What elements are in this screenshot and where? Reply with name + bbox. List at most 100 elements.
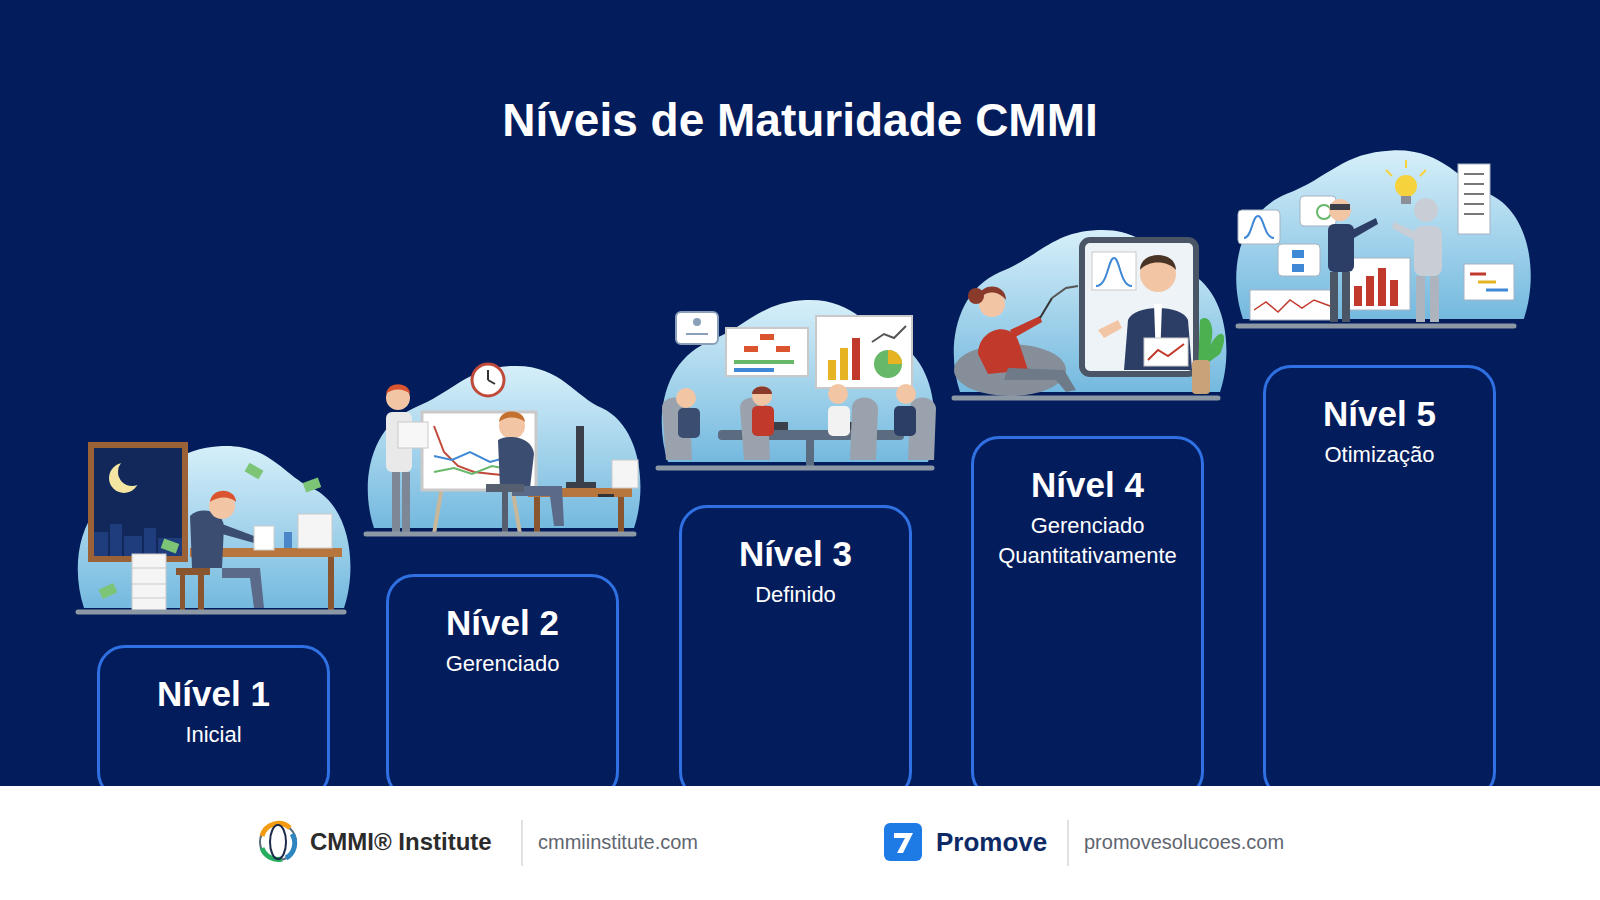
level-5-illustration-part bbox=[1292, 264, 1304, 272]
level-4-illustration-part bbox=[1096, 258, 1132, 286]
level-3-illustration-part bbox=[888, 350, 902, 364]
level-4-illustration-part bbox=[954, 396, 1218, 401]
level-5-illustration-part bbox=[1395, 175, 1417, 197]
level-3-illustration-part bbox=[828, 406, 850, 436]
level-3-illustration-part bbox=[852, 338, 860, 380]
level-3-illustration-part bbox=[678, 408, 700, 438]
divider bbox=[1067, 820, 1069, 866]
level-1-illustration-part bbox=[254, 526, 274, 550]
level-4-illustration-part bbox=[1010, 316, 1042, 338]
footer-brand: Promove bbox=[936, 827, 1047, 858]
title: Níveis de Maturidade CMMI bbox=[0, 93, 1600, 147]
level-1-illustration-part bbox=[190, 511, 224, 568]
level-3-illustration-part bbox=[658, 466, 932, 471]
level-5-illustration-part bbox=[1386, 170, 1392, 176]
level-1-illustration-part bbox=[161, 539, 179, 554]
level-3-illustration-part bbox=[816, 316, 912, 388]
level-5-illustration-part bbox=[1414, 198, 1438, 222]
level-box: Nível 4Gerenciado Quantitativamente bbox=[971, 436, 1204, 800]
level-1-illustration-part bbox=[132, 598, 166, 599]
level-5-illustration-part bbox=[1486, 289, 1508, 292]
level-1-illustration-part bbox=[245, 463, 264, 480]
promove-logo bbox=[884, 823, 922, 861]
level-2-illustration-part bbox=[386, 384, 410, 394]
level-1-illustration-part bbox=[94, 532, 108, 556]
level-4-illustration-part bbox=[1082, 240, 1196, 374]
level-4-illustration bbox=[954, 230, 1227, 398]
level-3-illustration-part bbox=[896, 384, 916, 404]
level-4-illustration-part bbox=[978, 329, 1028, 374]
level-2-illustration-part bbox=[422, 412, 536, 490]
level-2-illustration-part bbox=[576, 426, 584, 488]
level-3-illustration-part bbox=[840, 348, 848, 380]
level-5-illustration-part bbox=[1330, 204, 1350, 210]
level-2-illustration-part bbox=[502, 492, 508, 532]
level-3-illustration-part bbox=[662, 300, 935, 462]
level-2-illustration-part bbox=[488, 380, 495, 384]
level-5-illustration-part bbox=[1292, 250, 1304, 258]
level-4-illustration-part bbox=[1140, 256, 1176, 292]
level-1-illustration-part bbox=[176, 568, 210, 575]
level-box: Nível 3Definido bbox=[679, 505, 912, 800]
level-3-illustration-part bbox=[734, 368, 774, 372]
level-4-illustration-part bbox=[1148, 344, 1184, 360]
level-3-illustration-part bbox=[734, 360, 794, 364]
level-4-illustration-part bbox=[968, 288, 984, 304]
promove-logo-part bbox=[884, 823, 922, 861]
level-2-illustration-part bbox=[486, 484, 524, 492]
level-5-illustration-part bbox=[1464, 203, 1484, 205]
level-3-illustration-part bbox=[828, 384, 848, 404]
level-5-illustration-part bbox=[1378, 268, 1386, 306]
cmmi-logo-part bbox=[270, 825, 286, 859]
level-1-illustration-part bbox=[298, 514, 332, 548]
level-3-illustration-part bbox=[693, 318, 701, 326]
level-5-illustration-part bbox=[1464, 173, 1484, 175]
level-name: Definido bbox=[692, 580, 899, 610]
level-4-illustration-part bbox=[1052, 286, 1078, 298]
level-3-illustration-part bbox=[676, 388, 696, 408]
level-2-illustration-part bbox=[402, 472, 410, 532]
level-5-illustration-part bbox=[1250, 290, 1336, 320]
level-1-illustration-part bbox=[132, 584, 166, 585]
level-1-illustration-part bbox=[222, 524, 258, 544]
level-5-illustration bbox=[1236, 150, 1530, 326]
level-5-illustration-part bbox=[1317, 205, 1331, 219]
level-2-illustration-part bbox=[566, 482, 596, 488]
level-box: Nível 1Inicial bbox=[97, 645, 330, 800]
level-1-illustration-part bbox=[124, 536, 142, 556]
level-4-illustration-part bbox=[954, 230, 1227, 392]
level-3-illustration-part bbox=[752, 387, 772, 395]
level-5-illustration-part bbox=[1430, 276, 1439, 322]
level-1-illustration-part bbox=[284, 532, 292, 548]
level-5-illustration-part bbox=[1330, 272, 1338, 322]
level-2-illustration bbox=[366, 364, 640, 534]
level-3-illustration-part bbox=[676, 312, 718, 344]
level-heading: Nível 5 bbox=[1276, 394, 1483, 434]
level-5-illustration-part bbox=[1352, 218, 1378, 238]
level-5-illustration-part bbox=[1464, 193, 1484, 195]
level-4-illustration-part bbox=[1098, 320, 1122, 338]
level-5-illustration-part bbox=[1458, 164, 1490, 234]
title-text: Níveis de Maturidade CMMI bbox=[502, 94, 1098, 146]
level-1-illustration-part bbox=[99, 583, 118, 599]
level-name: Otimização bbox=[1276, 440, 1483, 470]
level-1-illustration-part bbox=[94, 448, 182, 556]
level-5-illustration-part bbox=[1238, 324, 1514, 329]
footer-brand: CMMI® Institute bbox=[310, 828, 492, 856]
level-5-illustration-part bbox=[1405, 160, 1407, 168]
level-1-illustration-part bbox=[180, 575, 185, 612]
level-4-illustration-part bbox=[1004, 368, 1076, 392]
footer-link: cmmiinstitute.com bbox=[538, 831, 698, 854]
level-1-illustration-part bbox=[88, 442, 188, 562]
level-2-illustration-part bbox=[612, 460, 638, 488]
level-4-illustration-part bbox=[1192, 360, 1210, 394]
level-5-illustration-part bbox=[1329, 199, 1351, 221]
level-1-illustration-part bbox=[110, 524, 122, 556]
level-1-illustration bbox=[78, 442, 351, 612]
level-5-illustration-part bbox=[1346, 258, 1410, 310]
level-5-illustration-part bbox=[1420, 170, 1426, 176]
level-2-illustration-part bbox=[398, 422, 428, 448]
level-4-illustration-part bbox=[1092, 252, 1136, 290]
level-1-illustration-part bbox=[303, 478, 321, 493]
